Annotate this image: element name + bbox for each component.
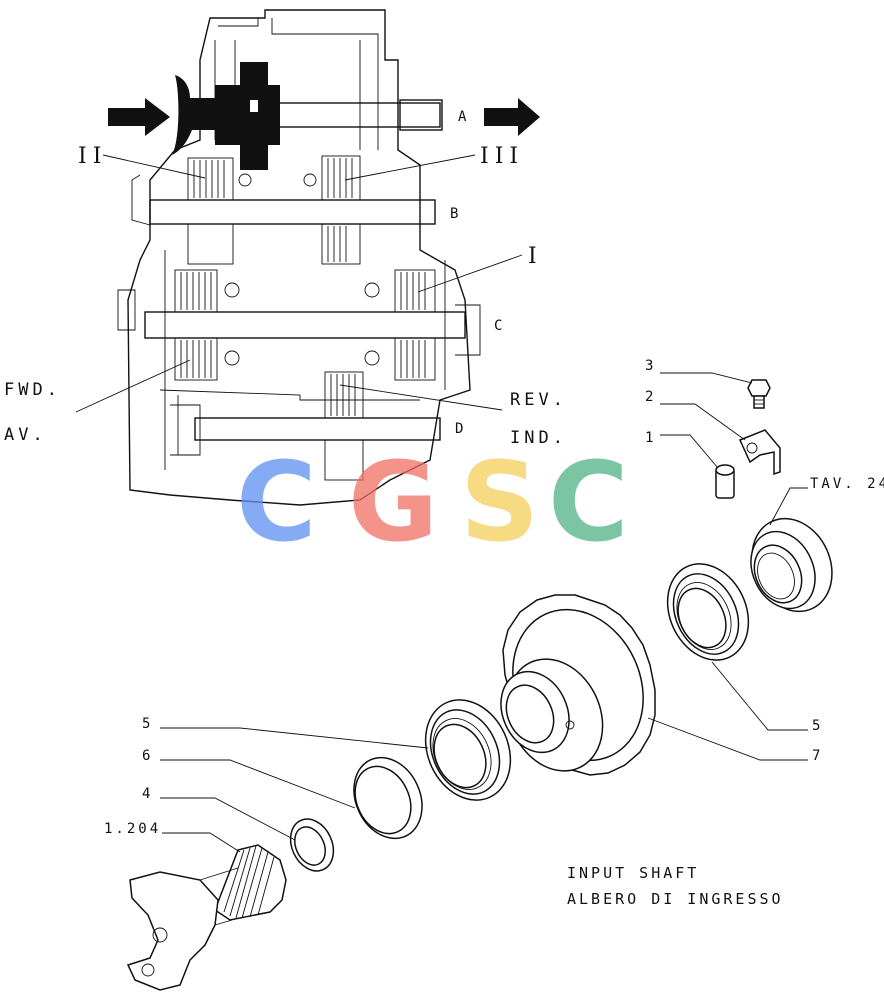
race-6 xyxy=(353,756,423,840)
bearing-5-left xyxy=(424,699,512,801)
callout-6: 6 xyxy=(142,748,153,764)
bearing-tav24 xyxy=(750,517,833,613)
shaft-letter-b: B xyxy=(450,206,458,222)
callout-5-right: 5 xyxy=(812,718,823,734)
watermark-letter-4: C xyxy=(548,438,629,566)
rev-label-line2: IND. xyxy=(510,428,567,448)
small-parts: 3 2 1 xyxy=(645,358,781,499)
callout-5-left: 5 xyxy=(142,716,153,732)
watermark-letter-2: G xyxy=(348,438,438,566)
input-shaft-yoke xyxy=(126,844,287,991)
caption-line-2: ALBERO DI INGRESSO xyxy=(567,890,784,908)
cgsc-watermark: C G S C xyxy=(236,438,629,566)
callout-1: 1 xyxy=(645,430,656,446)
bearing-5-right xyxy=(666,563,750,661)
washer-4 xyxy=(289,818,335,872)
callout-ref-1204: 1.204 xyxy=(104,821,161,837)
watermark-letter-1: C xyxy=(236,438,317,566)
gear-label-ii: II xyxy=(78,144,107,169)
callout-3: 3 xyxy=(645,358,656,374)
gear-7 xyxy=(500,594,656,776)
gearbox-cross-section: A B C D xyxy=(108,9,540,506)
fwd-label-line2: AV. xyxy=(4,425,47,445)
watermark-letter-3: S xyxy=(460,438,539,566)
callout-7: 7 xyxy=(812,748,823,764)
shaft-letter-d: D xyxy=(455,421,463,437)
exploded-input-shaft: TAV. 24 5 7 5 xyxy=(104,476,884,991)
caption-line-1: INPUT SHAFT xyxy=(567,864,699,882)
rev-label-line1: REV. xyxy=(510,390,567,410)
gear-label-i: I xyxy=(528,244,543,269)
shaft-letter-a: A xyxy=(458,109,467,125)
fwd-label-line1: FWD. xyxy=(4,380,61,400)
callout-2: 2 xyxy=(645,389,656,405)
gear-labels: II III I FWD. AV. REV. IND. xyxy=(4,144,567,448)
gear-label-iii: III xyxy=(480,144,524,169)
shaft-letter-c: C xyxy=(494,318,502,334)
callout-4: 4 xyxy=(142,786,153,802)
callout-tav: TAV. 24 xyxy=(810,476,884,492)
